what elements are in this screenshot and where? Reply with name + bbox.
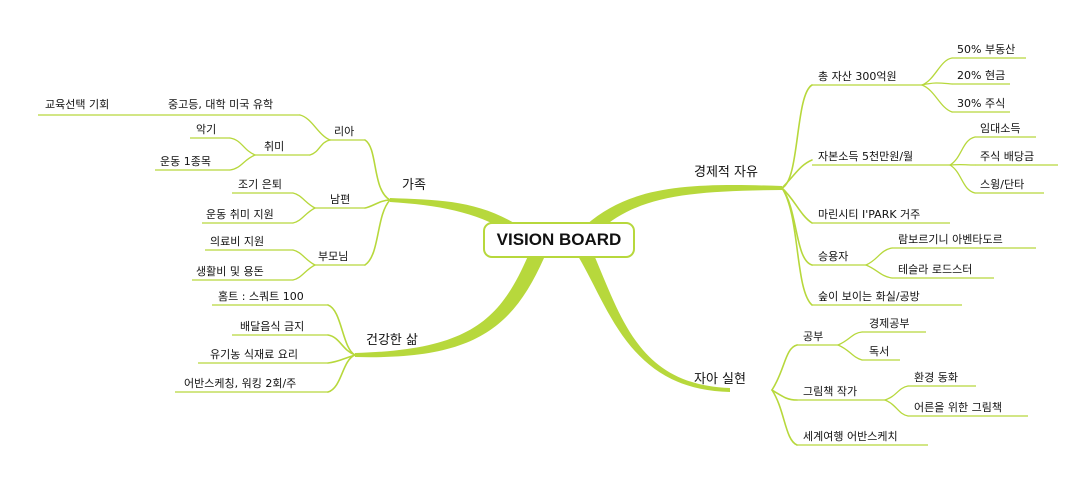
topic-hobby[interactable]: 취미 — [264, 140, 285, 153]
topic-one-sport[interactable]: 운동 1종목 — [160, 155, 211, 168]
topic-eco-fairytale[interactable]: 환경 동화 — [914, 371, 958, 384]
topic-dividends[interactable]: 주식 배당금 — [980, 150, 1035, 163]
topic-self-realization[interactable]: 자아 실현 — [694, 372, 746, 387]
topic-stocks[interactable]: 30% 주식 — [957, 97, 1006, 110]
topic-economic-freedom[interactable]: 경제적 자유 — [694, 165, 758, 180]
economic-links — [781, 57, 1058, 306]
trunk-economic — [586, 185, 782, 230]
topic-healthy-life[interactable]: 건강한 삶 — [366, 333, 418, 348]
topic-tesla[interactable]: 테슬라 로드스터 — [898, 263, 973, 276]
topic-medical-support[interactable]: 의료비 지원 — [210, 235, 265, 248]
topic-parents[interactable]: 부모님 — [318, 250, 349, 263]
topic-instrument[interactable]: 악기 — [196, 123, 217, 136]
topic-sport-hobby-support[interactable]: 운동 취미 지원 — [206, 208, 274, 221]
topic-world-travel[interactable]: 세계여행 어반스케치 — [803, 430, 898, 443]
topic-living-allowance[interactable]: 생활비 및 용돈 — [196, 265, 264, 278]
topic-organic-cooking[interactable]: 유기농 식재료 요리 — [210, 348, 298, 361]
topic-studio[interactable]: 숲이 보이는 화실/공방 — [818, 290, 920, 303]
topic-picture-book-author[interactable]: 그림책 작가 — [803, 385, 858, 398]
topic-study-abroad[interactable]: 중고등, 대학 미국 유학 — [168, 98, 274, 111]
topic-economics-study[interactable]: 경제공부 — [869, 317, 910, 330]
topic-real-estate[interactable]: 50% 부동산 — [957, 43, 1016, 56]
topic-capital-income[interactable]: 자본소득 5천만원/월 — [818, 150, 914, 163]
topic-no-delivery-food[interactable]: 배달음식 금지 — [240, 320, 305, 333]
trunk-health — [355, 256, 544, 358]
topic-education-choice[interactable]: 교육선택 기회 — [45, 98, 110, 111]
central-topic[interactable]: VISION BOARD — [483, 222, 635, 258]
topic-study[interactable]: 공부 — [803, 330, 824, 343]
topic-ria[interactable]: 리아 — [334, 125, 355, 138]
topic-rental-income[interactable]: 임대소득 — [980, 122, 1021, 135]
topic-adult-picture-book[interactable]: 어른을 위한 그림책 — [914, 401, 1002, 414]
central-topic-label: VISION BOARD — [496, 230, 622, 249]
topic-swing-trading[interactable]: 스윙/단타 — [980, 178, 1025, 191]
topic-reading[interactable]: 독서 — [869, 345, 890, 358]
topic-home-training[interactable]: 홈트 : 스쿼트 100 — [218, 290, 304, 303]
family-links — [38, 114, 391, 281]
topic-residence[interactable]: 마린시티 I'PARK 거주 — [818, 208, 921, 221]
topic-cash[interactable]: 20% 현금 — [957, 69, 1006, 82]
topic-lamborghini[interactable]: 람보르기니 아벤타도르 — [898, 233, 1003, 246]
self-links — [771, 331, 1028, 446]
topic-total-assets[interactable]: 총 자산 300억원 — [818, 70, 897, 83]
topic-urban-sketching-walking[interactable]: 어반스케칭, 워킹 2회/주 — [184, 377, 297, 390]
topic-husband[interactable]: 남편 — [330, 193, 351, 206]
topic-car[interactable]: 승용자 — [818, 250, 849, 263]
main-branch-links — [355, 185, 782, 392]
topic-early-retirement[interactable]: 조기 은퇴 — [238, 178, 282, 191]
topic-family[interactable]: 가족 — [402, 178, 426, 193]
health-links — [175, 304, 356, 393]
trunk-self — [578, 255, 730, 392]
